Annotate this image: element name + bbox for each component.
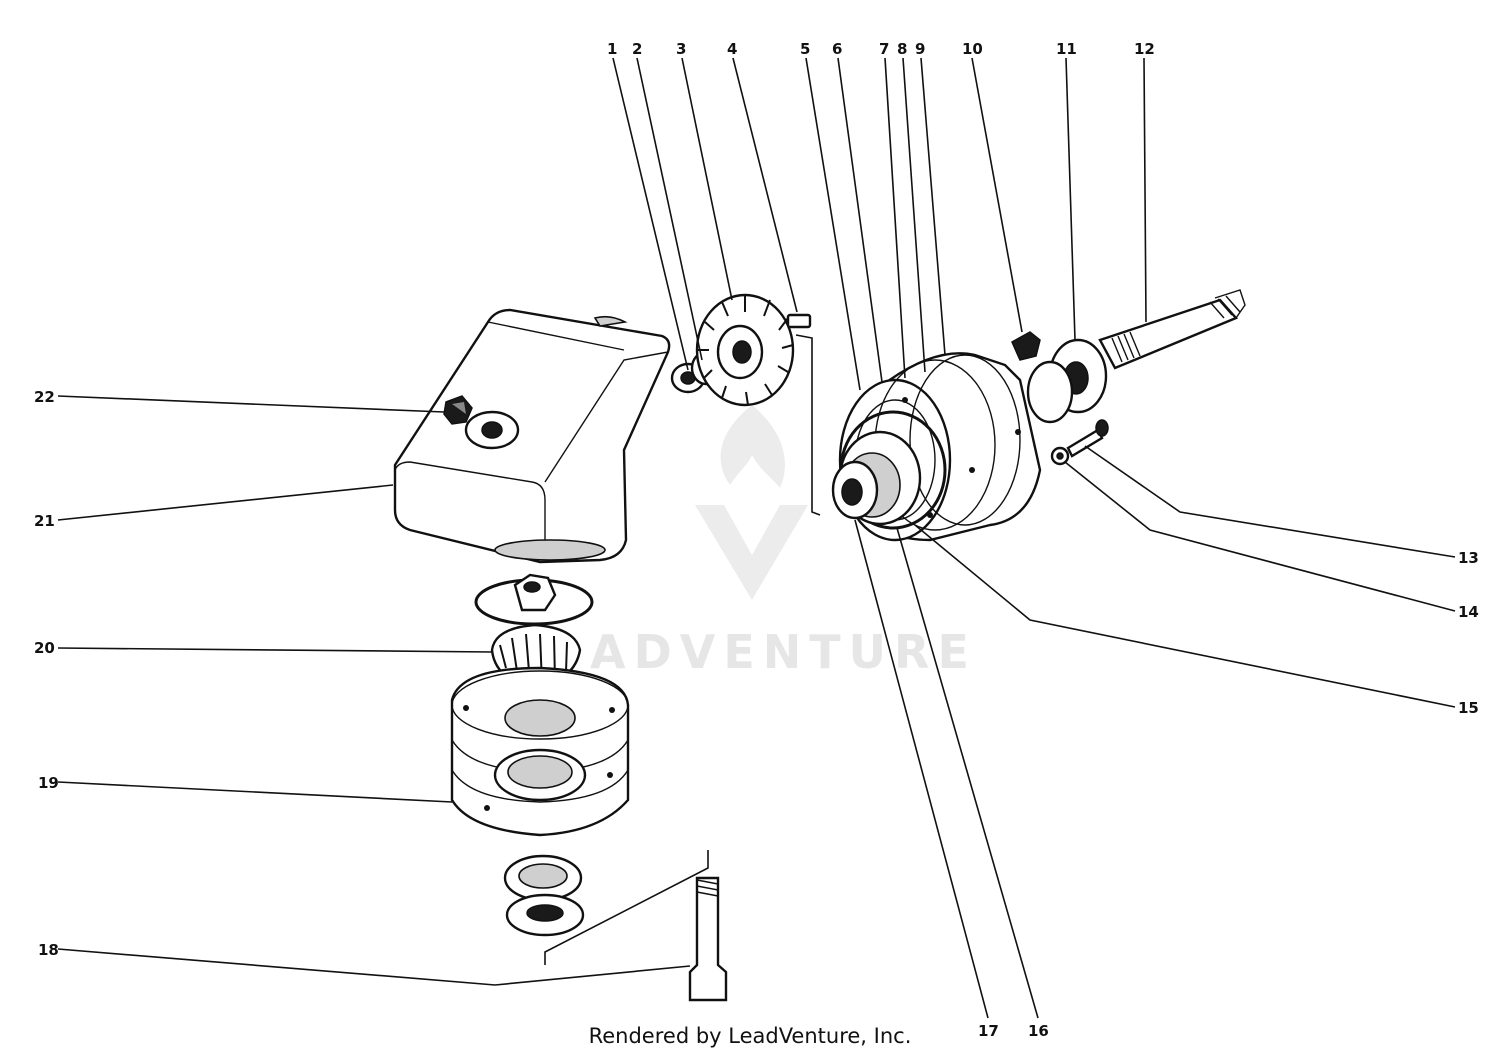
shaft-splines [1209,295,1241,319]
callout-1: 1 [607,40,617,58]
callout-18: 18 [38,941,59,959]
shaft-threads [1111,331,1141,363]
callout-13: 13 [1458,549,1479,567]
footer-credit: Rendered by LeadVenture, Inc. [588,1024,912,1048]
callout-19: 19 [38,774,59,792]
watermark-text: ADVENTURE [590,625,977,679]
callout-12: 12 [1134,40,1155,58]
gear-housing [393,308,671,564]
callout-20: 20 [34,639,55,657]
callout-14: 14 [1458,603,1479,621]
gear-teeth [698,295,794,406]
callout-5: 5 [800,40,810,58]
input-shaft-assembly [831,289,1246,542]
watermark-v-icon [695,505,808,600]
callout-11: 11 [1056,40,1077,58]
watermark-flame-icon [720,405,785,488]
callout-labels: 1 2 3 4 5 6 7 8 9 10 11 12 13 14 15 16 1… [34,40,1479,1040]
callout-22: 22 [34,388,55,406]
callout-9: 9 [915,40,925,58]
watermark: ADVENTURE [590,405,977,679]
callout-6: 6 [832,40,842,58]
callout-16: 16 [1028,1022,1049,1040]
callout-17: 17 [978,1022,999,1040]
callout-10: 10 [962,40,983,58]
callout-7: 7 [879,40,889,58]
callout-15: 15 [1458,699,1479,717]
callout-4: 4 [727,40,737,58]
callout-2: 2 [632,40,642,58]
stud-threads [696,879,719,897]
callout-21: 21 [34,512,55,530]
callout-3: 3 [676,40,686,58]
bevel-gear-assembly [670,293,812,407]
callout-8: 8 [897,40,907,58]
lower-gear-assembly [450,573,728,1002]
leader-lines [57,57,1456,1019]
